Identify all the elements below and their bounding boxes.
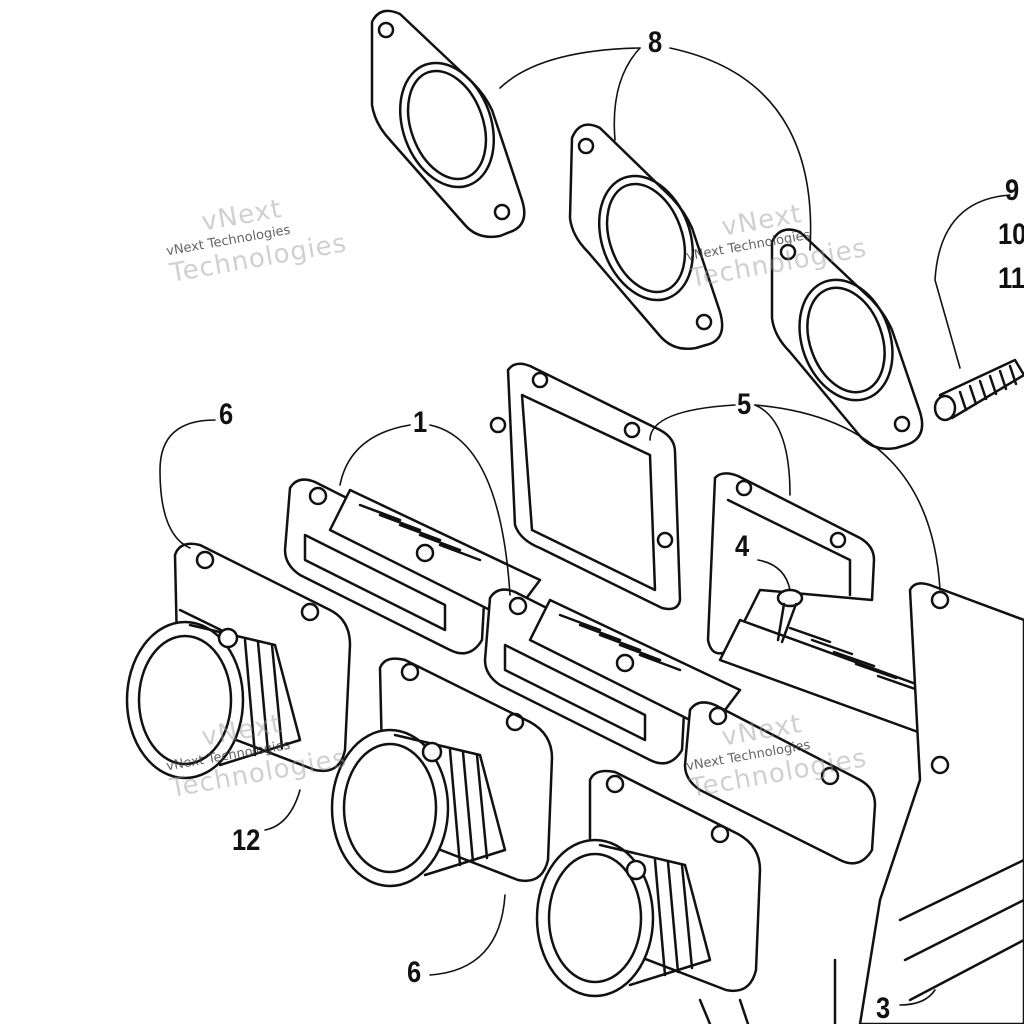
gasket-part-8-b xyxy=(568,123,724,350)
leader-5-a xyxy=(649,404,736,441)
callout-9: 9 xyxy=(1005,174,1020,207)
throttle-body-part-6-left xyxy=(125,542,352,780)
gasket-part-8-c xyxy=(770,228,924,450)
leader-6-bottom xyxy=(429,894,506,976)
callout-6-bottom: 6 xyxy=(407,956,422,989)
gasket-part-8-a xyxy=(370,9,526,239)
manifold-part-3 xyxy=(833,582,1024,1024)
leader-3 xyxy=(899,989,936,1006)
leader-1-a xyxy=(339,424,411,486)
callout-11: 11 xyxy=(998,262,1024,295)
callout-3: 3 xyxy=(876,992,891,1024)
leader-lines xyxy=(159,47,1011,1006)
leader-8-b xyxy=(613,47,641,141)
leader-1-b xyxy=(429,424,511,596)
callout-12: 12 xyxy=(232,824,261,857)
reed-gasket-part-5-b xyxy=(706,472,876,655)
leader-4 xyxy=(757,559,791,591)
reed-block-part-1-left xyxy=(283,478,542,655)
reed-gasket-part-5-a xyxy=(489,362,682,611)
throttle-body-part-6-right xyxy=(535,769,762,1024)
leader-12 xyxy=(264,789,301,831)
callout-10: 10 xyxy=(998,218,1024,251)
leader-5-b xyxy=(754,404,791,496)
stud-part-9 xyxy=(933,358,1024,422)
reed-block-part-1-middle xyxy=(483,588,742,765)
callout-5: 5 xyxy=(737,388,752,421)
leader-8-a xyxy=(499,47,641,89)
leader-6-top xyxy=(159,419,216,549)
leader-9 xyxy=(934,194,1011,369)
callout-1: 1 xyxy=(413,406,428,439)
callout-8: 8 xyxy=(648,26,663,59)
leader-5-c xyxy=(754,404,941,591)
throttle-body-part-6-middle xyxy=(330,657,554,888)
callout-6-top: 6 xyxy=(219,398,234,431)
leader-8-c xyxy=(669,47,812,251)
callout-4: 4 xyxy=(735,530,750,563)
